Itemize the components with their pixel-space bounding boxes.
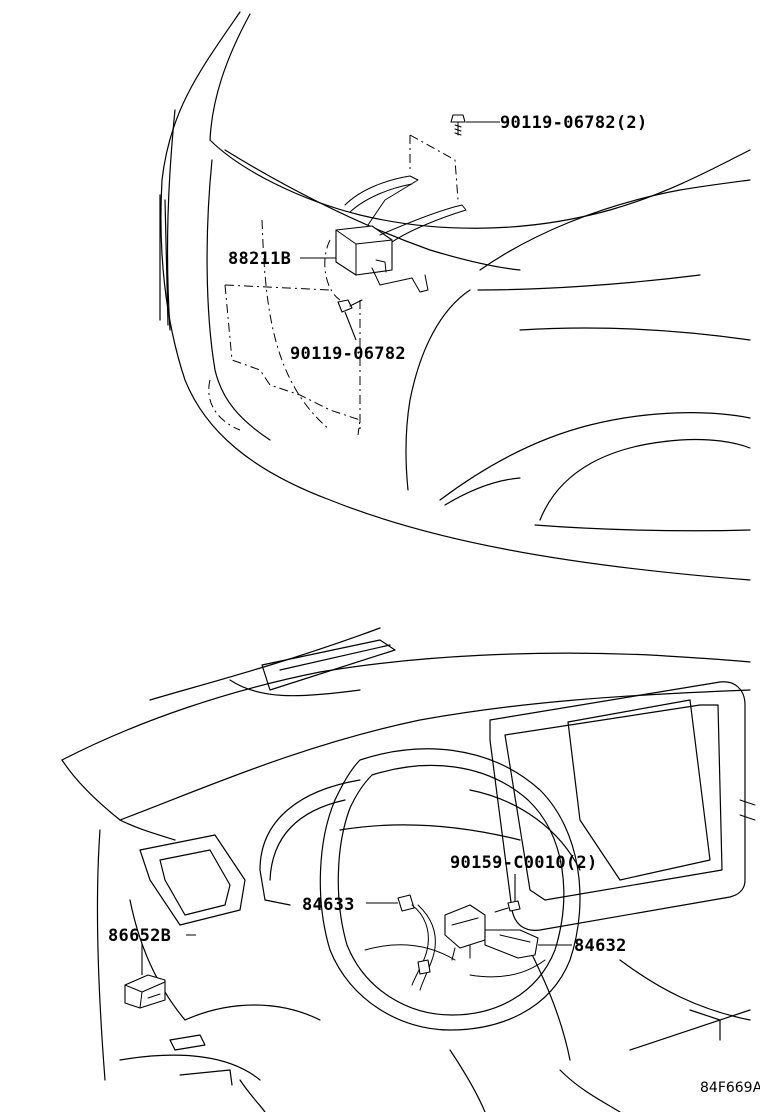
switch-left-illustration [397,894,436,991]
label-screw: 90159-C0010(2) [450,853,598,873]
diagram-code: 84F669A [700,1080,760,1096]
label-connector: 86652B [108,926,171,946]
label-bolt-top: 90119-06782(2) [500,113,648,133]
label-bolt-lower: 90119-06782 [290,344,406,364]
switch-right-illustration [444,904,539,961]
label-switch-left: 84633 [302,895,355,915]
bolt-top-icon [450,114,466,136]
bolt-lower-icon [337,299,363,313]
connector-illustration [124,974,166,1009]
vehicle-front-illustration [159,11,751,581]
label-switch-right: 84632 [574,936,627,956]
leader-connector [141,934,196,975]
dashboard-illustration [61,627,756,1112]
screw-icon [494,900,521,913]
leader-bolt-lower [344,311,357,341]
sensor-module-illustration [335,175,467,293]
label-sensor-module: 88211B [228,249,291,269]
